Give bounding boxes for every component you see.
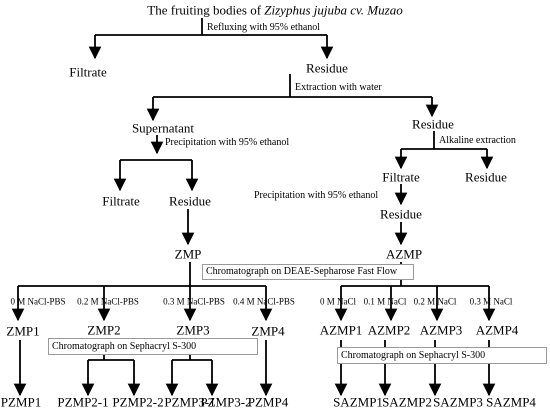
product-sazmp2: SAZMP2: [382, 394, 432, 410]
node-azmp: AZMP: [385, 246, 423, 262]
fraction-zmp4: ZMP4: [251, 323, 285, 339]
eluent-right-2: 0.1 M NaCl: [363, 296, 407, 307]
eluent-left-2: 0.2 M NaCl-PBS: [77, 296, 139, 307]
sephacryl-box-right: Chromatograph on Sephacryl S-300: [337, 347, 547, 364]
step-precipitation-1: Precipitation with 95% ethanol: [165, 137, 290, 148]
node-residue-3: Residue: [169, 193, 211, 209]
fraction-azmp4: AZMP4: [475, 322, 519, 338]
fraction-azmp3: AZMP3: [419, 322, 463, 338]
node-filtrate-3: Filtrate: [382, 169, 420, 185]
product-sazmp1: SAZMP1: [333, 394, 383, 410]
sephacryl-box-left: Chromatograph on Sephacryl S-300: [48, 338, 258, 355]
node-filtrate-1: Filtrate: [69, 64, 107, 80]
node-supernatant: Supernatant: [131, 120, 195, 136]
step-water-extraction: Extraction with water: [295, 82, 382, 93]
product-pzmp3-2: PZMP3-2: [200, 394, 252, 410]
eluent-right-1: 0 M NaCl: [320, 296, 356, 307]
fraction-zmp3: ZMP3: [176, 322, 210, 338]
eluent-right-4: 0.3 M NaCl: [469, 296, 513, 307]
node-filtrate-2: Filtrate: [102, 193, 140, 209]
step-alkaline-extraction: Alkaline extraction: [439, 135, 516, 146]
product-pzmp4: PZMP4: [247, 394, 289, 410]
eluent-left-3: 0.3 M NaCl-PBS: [163, 296, 225, 307]
deae-chromatography-box: Chromatograph on DEAE-Sepharose Fast Flo…: [202, 264, 414, 280]
source-title-prefix: The fruiting bodies of: [147, 2, 265, 18]
node-residue-5: Residue: [380, 206, 422, 222]
source-title: The fruiting bodies of Zizyphus jujuba c…: [147, 4, 402, 17]
eluent-right-3: 0.2 M NaCl: [413, 296, 457, 307]
node-residue-1: Residue: [306, 60, 348, 76]
fraction-azmp1: AZMP1: [319, 322, 363, 338]
product-pzmp3-1: PZMP3-1: [164, 394, 216, 410]
node-zmp: ZMP: [174, 246, 202, 262]
node-residue-4: Residue: [465, 169, 507, 185]
fraction-zmp2: ZMP2: [87, 322, 121, 338]
eluent-left-1: 0 M NaCl-PBS: [10, 296, 66, 307]
step-reflux: Refluxing with 95% ethanol: [207, 22, 321, 33]
step-precipitation-2: Precipitation with 95% ethanol: [254, 190, 379, 201]
source-title-species: Zizyphus jujuba cv. Muzao: [264, 2, 403, 18]
product-pzmp2-1: PZMP2-1: [57, 394, 109, 410]
fraction-azmp2: AZMP2: [367, 322, 411, 338]
eluent-left-4: 0.4 M NaCl-PBS: [233, 296, 295, 307]
fraction-zmp1: ZMP1: [6, 323, 40, 339]
node-residue-2: Residue: [412, 116, 454, 132]
product-sazmp4: SAZMP4: [486, 394, 536, 410]
product-sazmp3: SAZMP3: [433, 394, 483, 410]
product-pzmp2-2: PZMP2-2: [112, 394, 164, 410]
product-pzmp1: PZMP1: [0, 394, 42, 410]
